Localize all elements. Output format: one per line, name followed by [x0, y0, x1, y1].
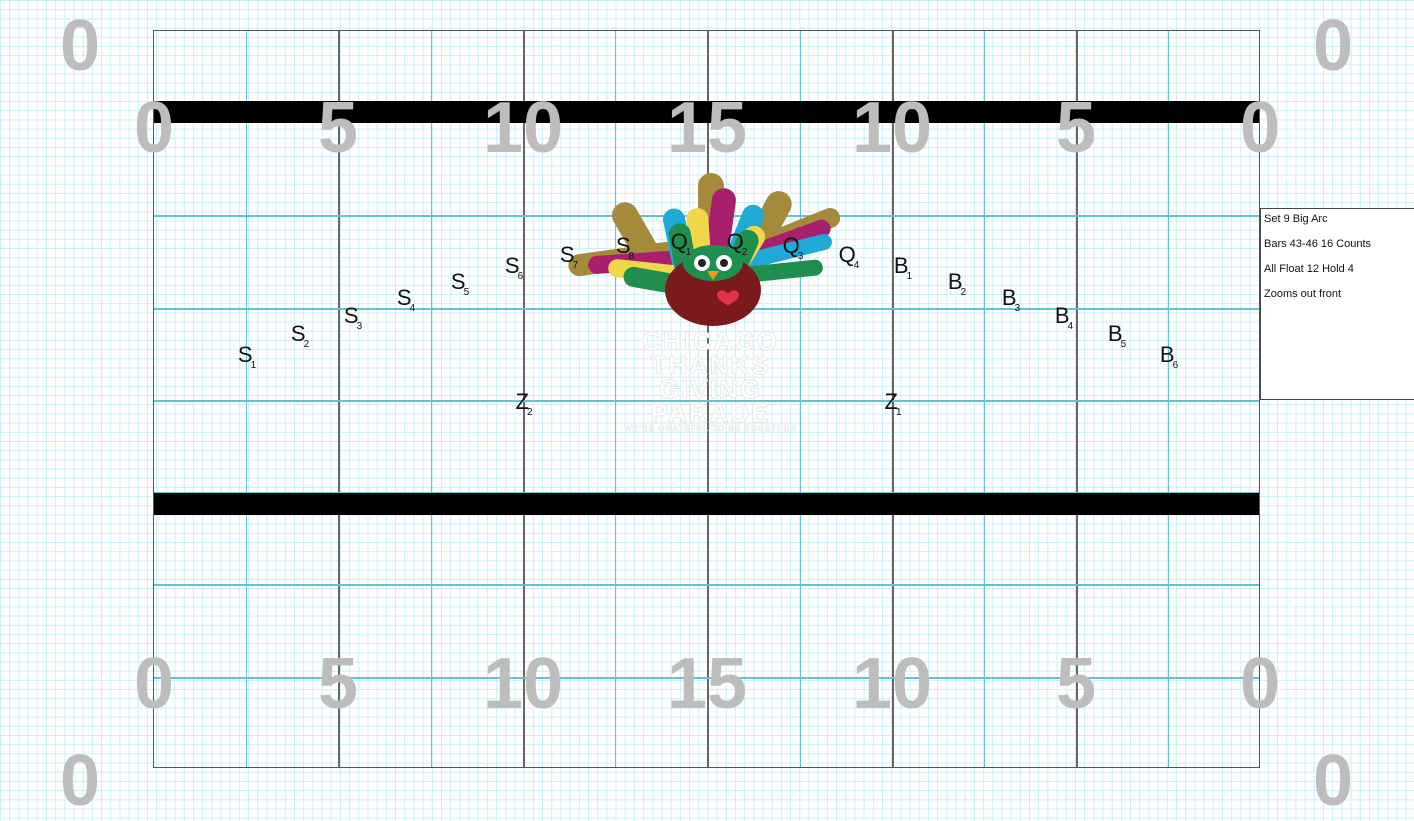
yard-line: [1168, 31, 1169, 767]
marcher-b1: B1: [894, 255, 914, 277]
bars-counts: Bars 43-46 16 Counts: [1264, 238, 1411, 250]
corner-zero-top-right: 0: [1313, 10, 1353, 82]
marcher-s5: S5: [451, 271, 471, 293]
parade-logo: CHICAGO THANKS GIVING PARADE WE'RE GRATE…: [568, 168, 853, 438]
marcher-s3: S3: [344, 305, 364, 327]
yard-number-top: 5: [1056, 92, 1096, 164]
yard-number-bottom: 5: [1056, 648, 1096, 720]
corner-zero-bottom-right: 0: [1313, 745, 1353, 817]
yard-number-top: 10: [852, 92, 932, 164]
marcher-b4: B4: [1055, 305, 1075, 327]
marcher-s8: S8: [616, 235, 636, 257]
turkey-hand-icon: [568, 168, 853, 338]
yard-number-bottom: 0: [134, 648, 174, 720]
yard-number-top: 5: [318, 92, 358, 164]
marcher-s6: S6: [505, 255, 525, 277]
marcher-s4: S4: [397, 287, 417, 309]
field-row-line: [154, 584, 1259, 586]
marcher-q1: Q1: [671, 231, 694, 253]
yard-number-top: 15: [667, 92, 747, 164]
marcher-s7: S7: [560, 244, 580, 266]
yard-number-bottom: 0: [1240, 648, 1280, 720]
marcher-b3: B3: [1002, 287, 1022, 309]
marcher-z1: Z1: [884, 391, 903, 413]
yard-number-bottom: 5: [318, 648, 358, 720]
marcher-b2: B2: [948, 271, 968, 293]
set-info-panel: Set 9 Big Arc Bars 43-46 16 Counts All F…: [1260, 208, 1414, 400]
marcher-s1: S1: [238, 344, 258, 366]
corner-zero-top-left: 0: [60, 10, 100, 82]
yard-line: [984, 31, 985, 767]
yard-line: [246, 31, 247, 767]
yard-number-bottom: 10: [483, 648, 563, 720]
hash-bar-bottom: [154, 493, 1259, 515]
marcher-s2: S2: [291, 323, 311, 345]
movement-instructions: All Float 12 Hold 4: [1264, 263, 1411, 275]
marcher-q4: Q4: [839, 244, 862, 266]
yard-number-top: 10: [483, 92, 563, 164]
set-title: Set 9 Big Arc: [1264, 213, 1411, 225]
marcher-b5: B5: [1108, 323, 1128, 345]
yard-number-bottom: 15: [667, 648, 747, 720]
corner-zero-bottom-left: 0: [60, 745, 100, 817]
marcher-q2: Q2: [727, 231, 750, 253]
marcher-b6: B6: [1160, 344, 1180, 366]
yard-number-bottom: 10: [852, 648, 932, 720]
logo-tagline: WE'RE GRATEFUL TO BE TOGETHER: [568, 424, 853, 433]
yard-number-top: 0: [134, 92, 174, 164]
staging-note: Zooms out front: [1264, 288, 1411, 300]
marcher-q3: Q3: [783, 235, 806, 257]
marcher-z2: Z2: [515, 391, 534, 413]
yard-line: [431, 31, 432, 767]
yard-number-top: 0: [1240, 92, 1280, 164]
